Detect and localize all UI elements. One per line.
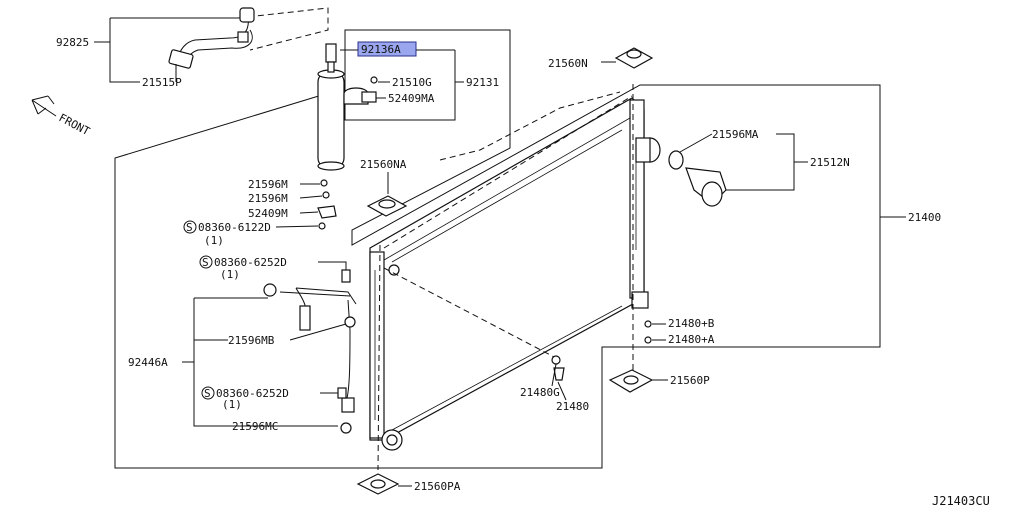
mount-21560PA	[356, 473, 400, 495]
guide-dash	[439, 91, 621, 161]
part-label-21560NA[interactable]: 21560NA	[360, 158, 407, 171]
drain-plug-21480	[553, 367, 565, 381]
bracket-52409M	[317, 205, 337, 219]
leader	[318, 261, 347, 270]
wiring-harness	[168, 7, 255, 69]
part-label-21560PA[interactable]: 21560PA	[414, 480, 461, 493]
harness-group-outline	[109, 17, 238, 83]
part-label-08360-6252D-a[interactable]: 08360-6252D	[214, 256, 287, 269]
part-label-21596MB[interactable]: 21596MB	[228, 334, 275, 347]
part-label-52409MA[interactable]: 52409MA	[388, 92, 435, 105]
mount-21560NA	[366, 195, 408, 217]
part-label-21596MA[interactable]: 21596MA	[712, 128, 759, 141]
leader	[299, 195, 323, 199]
part-label-21480A[interactable]: 21480+A	[668, 333, 715, 346]
front-label: FRONT	[57, 111, 93, 138]
part-label-21480B[interactable]: 21480+B	[668, 317, 715, 330]
part-label-21512N[interactable]: 21512N	[810, 156, 850, 169]
part-label-08360-6252D-b[interactable]: 08360-6252D	[216, 387, 289, 400]
screw-symbol-icon: S	[201, 386, 215, 400]
part-label-21560N[interactable]: 21560N	[548, 57, 588, 70]
guide-dash	[377, 244, 381, 471]
part-label-21596M-b[interactable]: 21596M	[248, 192, 288, 205]
harness-dash	[237, 7, 329, 51]
part-qty-08360-6252D-a: (1)	[220, 268, 240, 281]
radiator-core-21400	[369, 97, 649, 451]
drain-plug-21480G	[551, 355, 561, 365]
screw-symbol: S	[204, 387, 211, 400]
part-label-21596MC[interactable]: 21596MC	[232, 420, 278, 433]
leader	[182, 297, 338, 427]
part-label-08360-6122D[interactable]: 08360-6122D	[198, 221, 271, 234]
part-label-92131[interactable]: 92131	[466, 76, 499, 89]
oil-cooler-pipes-92446A	[263, 269, 357, 434]
guide-dash	[383, 267, 561, 361]
part-label-21400[interactable]: 21400	[908, 211, 941, 224]
part-label-21560P[interactable]: 21560P	[670, 374, 710, 387]
radiator-group-outline	[114, 29, 881, 469]
pressure-sensor-92136A: 92136A	[340, 41, 456, 88]
part-label-92136A[interactable]: 92136A	[361, 43, 401, 56]
bolt-08360-6122D	[318, 222, 326, 230]
upper-outlet-pipe	[635, 137, 661, 163]
leader	[299, 211, 319, 214]
leader	[679, 133, 713, 153]
screw-symbol-icon: S	[183, 220, 197, 234]
part-label-52409M[interactable]: 52409M	[248, 207, 288, 220]
drier-bracket	[343, 76, 378, 105]
receiver-drier	[317, 43, 345, 171]
part-label-21480G[interactable]: 21480G	[520, 386, 560, 399]
leader	[726, 133, 795, 191]
part-qty-08360-6252D-b: (1)	[222, 398, 242, 411]
leader	[551, 363, 557, 387]
part-label-21515P[interactable]: 21515P	[142, 76, 182, 89]
part-label-21596M-a[interactable]: 21596M	[248, 178, 288, 191]
bolt-21480A	[644, 336, 652, 344]
figure-code: J21403CU	[932, 494, 990, 508]
front-arrow-icon: FRONT	[31, 95, 93, 138]
o-ring-21596M	[322, 191, 330, 199]
o-ring-21596M	[320, 179, 328, 187]
hose-21512N	[668, 150, 727, 207]
screw-symbol: S	[186, 221, 193, 234]
part-label-92446A[interactable]: 92446A	[128, 356, 168, 369]
part-qty-08360-6122D: (1)	[204, 234, 224, 247]
mount-21560P	[608, 369, 654, 393]
part-label-92825[interactable]: 92825	[56, 36, 89, 49]
part-label-21510G[interactable]: 21510G	[392, 76, 432, 89]
bolt-21480B	[644, 320, 652, 328]
mount-21560N	[614, 47, 654, 69]
guide-dash	[383, 95, 633, 249]
leader	[289, 323, 347, 341]
leader	[275, 225, 319, 228]
highlight-box	[357, 41, 417, 57]
screw-symbol-icon: S	[199, 255, 213, 269]
leader	[557, 381, 567, 401]
part-label-21480[interactable]: 21480	[556, 400, 589, 413]
screw-symbol: S	[202, 256, 209, 269]
